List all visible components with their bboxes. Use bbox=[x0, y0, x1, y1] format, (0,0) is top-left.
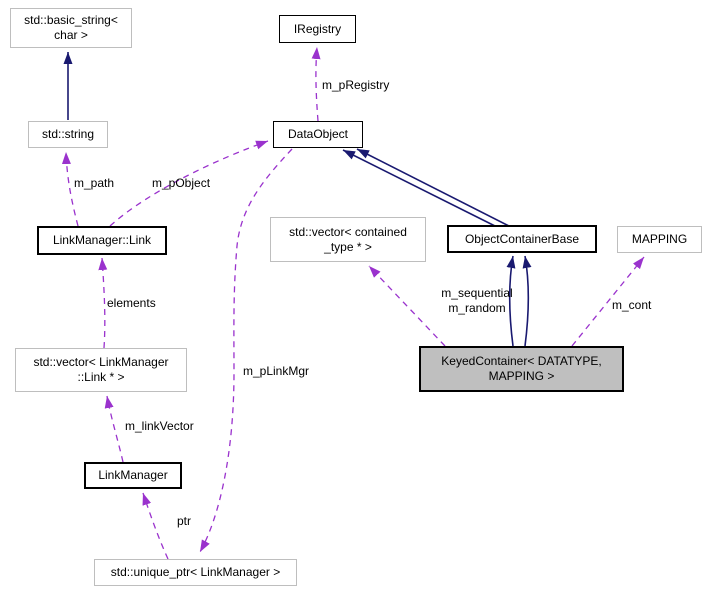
node-mapping: MAPPING bbox=[617, 226, 702, 253]
node-label-line: std::unique_ptr< LinkManager > bbox=[110, 565, 281, 579]
edge-usage-vectorlink-link bbox=[98, 257, 108, 349]
node-linkmanager[interactable]: LinkManager bbox=[84, 462, 182, 489]
node-objectcontainerbase[interactable]: ObjectContainerBase bbox=[447, 225, 597, 253]
edge-usage-link-dataobject bbox=[109, 140, 269, 227]
node-std-unique-ptr-linkmanager: std::unique_ptr< LinkManager > bbox=[94, 559, 297, 586]
edge-label-m-linkvector: m_linkVector bbox=[125, 419, 194, 433]
node-label-line: ObjectContainerBase bbox=[464, 231, 580, 246]
node-label-line: LinkManager::Link bbox=[52, 233, 152, 247]
edge-label-m-cont: m_cont bbox=[612, 298, 652, 312]
edge-usage-keyed-vectorcontained bbox=[368, 265, 446, 347]
node-label-line: IRegistry bbox=[293, 21, 342, 36]
node-std-string: std::string bbox=[28, 121, 108, 148]
edge-label-m-sequential-m-random: m_sequential m_random bbox=[435, 286, 519, 316]
node-std-vector-linkmanager-link: std::vector< LinkManager ::Link * > bbox=[15, 348, 187, 392]
node-label-line: KeyedContainer< DATATYPE, bbox=[441, 354, 602, 368]
edge-usage-link-stdstring bbox=[61, 151, 79, 227]
node-label-line: std::string bbox=[41, 127, 95, 141]
edge-label-m-plinkmgr: m_pLinkMgr bbox=[243, 364, 310, 378]
edge-label-m-pregistry: m_pRegistry bbox=[322, 78, 390, 92]
node-label-line: std::basic_string< bbox=[24, 13, 118, 27]
edge-usage-uniqueptr-linkmanager bbox=[142, 492, 169, 560]
edge-label-elements: elements bbox=[107, 296, 156, 310]
node-std-basic-string: std::basic_string< char > bbox=[10, 8, 132, 48]
node-label-line: std::vector< contained bbox=[289, 224, 407, 239]
node-iregistry[interactable]: IRegistry bbox=[279, 15, 356, 43]
edge-label-m-sequential: m_sequential bbox=[441, 286, 513, 300]
edge-usage-dataobject-iregistry bbox=[311, 46, 321, 122]
edge-inherit-ocb-dataobject-2 bbox=[356, 148, 510, 227]
node-keyedcontainer-current: KeyedContainer< DATATYPE, MAPPING > bbox=[419, 346, 624, 392]
node-label-line: ::Link * > bbox=[77, 370, 125, 384]
edge-label-m-path: m_path bbox=[74, 176, 115, 190]
edge-label-m-pobject: m_pObject bbox=[152, 176, 211, 190]
node-label-line: DataObject bbox=[287, 127, 349, 141]
edge-usage-keyed-mapping bbox=[571, 256, 645, 347]
edge-inherit-keyed-ocb-2 bbox=[522, 255, 532, 347]
edge-label-m-random: m_random bbox=[448, 301, 506, 315]
edge-inherit-ocb-dataobject-1 bbox=[342, 149, 496, 227]
edge-inherit-keyed-ocb-1 bbox=[506, 255, 516, 347]
node-label-line: MAPPING bbox=[631, 232, 688, 246]
node-label-line: char > bbox=[54, 28, 88, 42]
edge-label-ptr: ptr bbox=[177, 514, 192, 528]
node-linkmanager-link[interactable]: LinkManager::Link bbox=[37, 226, 167, 255]
node-std-vector-contained-type: std::vector< contained _type * > bbox=[270, 217, 426, 262]
edge-usage-dataobject-uniqueptr bbox=[199, 148, 293, 553]
edge-usage-linkmanager-vectorlink bbox=[104, 395, 124, 463]
node-label-line: MAPPING > bbox=[488, 369, 555, 383]
node-dataobject[interactable]: DataObject bbox=[273, 121, 363, 148]
node-label-line: _type * > bbox=[324, 239, 372, 254]
node-label-line: LinkManager bbox=[98, 468, 168, 482]
node-label-line: std::vector< LinkManager bbox=[33, 355, 169, 369]
